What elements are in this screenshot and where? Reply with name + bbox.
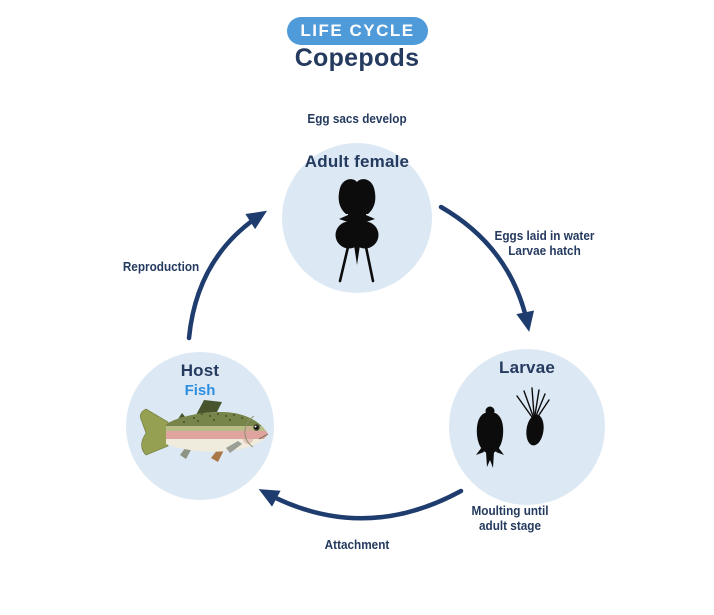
reproduction-label: Reproduction <box>122 260 200 274</box>
page-title: Copepods <box>294 44 420 72</box>
life-cycle-badge: LIFE CYCLE <box>287 17 428 45</box>
fish-illustration <box>140 400 269 462</box>
host-label: Host <box>180 361 220 380</box>
larvae-label: Larvae <box>498 358 556 377</box>
attachment-label: Attachment <box>324 538 390 552</box>
node-larvae: Larvae <box>449 349 605 505</box>
node-adult-female: Adult female <box>282 143 432 293</box>
eggs-laid-line2: Larvae hatch <box>508 244 581 258</box>
adult-female-label: Adult female <box>304 152 410 171</box>
adult-copepod-icon <box>335 179 379 283</box>
arrow-larvae-to-host <box>258 488 464 521</box>
moulting-line1: Moulting until <box>471 504 549 518</box>
node-host: Host Fish <box>126 352 274 500</box>
host-sublabel: Fish <box>184 382 216 399</box>
larvae-icons <box>476 387 550 468</box>
arrow-host-to-adult <box>186 210 268 341</box>
moulting-line2: adult stage <box>478 519 542 533</box>
moulting-label: Moulting until adult stage <box>430 504 590 534</box>
eggs-laid-label: Eggs laid in water Larvae hatch <box>458 229 632 259</box>
eggs-laid-line1: Eggs laid in water <box>494 229 595 243</box>
egg-sacs-develop-label: Egg sacs develop <box>307 112 407 126</box>
arrow-adult-to-larvae <box>438 204 534 332</box>
